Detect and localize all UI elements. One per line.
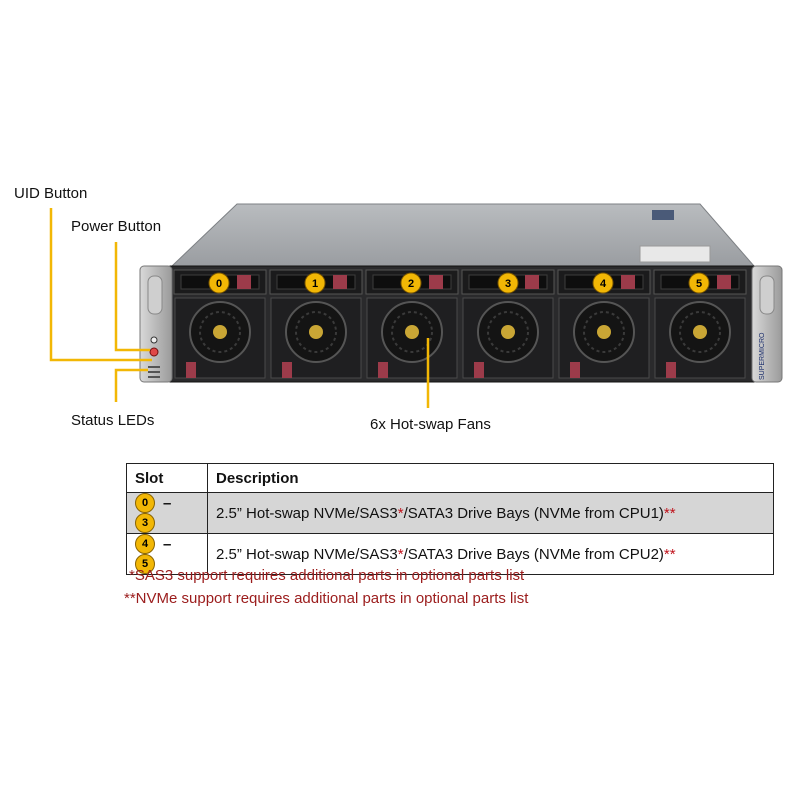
drive-bay-5[interactable]: 5: [653, 269, 747, 295]
sas3-footnote: *SAS3 support requires additional parts …: [129, 567, 525, 584]
drive-bay-number: 4: [600, 278, 607, 290]
cover-sticker: [639, 245, 711, 263]
drive-bay-number: 3: [505, 278, 511, 290]
power-callout-line: [114, 242, 150, 352]
hot-swap-fan[interactable]: [270, 297, 362, 379]
vendor-logo: SUPERMICRO: [759, 332, 766, 380]
hot-swap-fan[interactable]: [366, 297, 458, 379]
drive-bay-badge: [208, 272, 230, 294]
desc-part-a: 2.5” Hot-swap NVMe/SAS3: [216, 504, 398, 522]
drive-bay-row: 0 1 2 3 4: [173, 269, 747, 295]
left-ear-handle: [147, 275, 163, 315]
desc-part-a: 2.5” Hot-swap NVMe/SAS3: [216, 545, 398, 563]
right-ear-handle: [759, 275, 775, 315]
drive-bay-badge: [304, 272, 326, 294]
drive-bay-badge: [497, 272, 519, 294]
description-header: Description: [207, 463, 774, 493]
status-leds-callout-line: [114, 368, 148, 402]
nvme-footnote-mark: **: [663, 545, 676, 563]
desc-part-b: /SATA3 Drive Bays (NVMe from CPU2): [403, 545, 664, 563]
table-row: 0–3 2.5” Hot-swap NVMe/SAS3*/SATA3 Drive…: [126, 492, 774, 534]
uid-button-label: UID Button: [14, 185, 88, 202]
power-button-icon[interactable]: [149, 347, 159, 357]
description-cell: 2.5” Hot-swap NVMe/SAS3*/SATA3 Drive Bay…: [207, 492, 774, 534]
slot-header: Slot: [126, 463, 208, 493]
power-button-label: Power Button: [71, 218, 162, 235]
drive-bay-number: 2: [408, 278, 414, 290]
drive-bay-badge: [688, 272, 710, 294]
nvme-footnote: **NVMe support requires additional parts…: [124, 590, 529, 607]
drive-bay-3[interactable]: 3: [461, 269, 555, 295]
drive-bay-badge: [592, 272, 614, 294]
hot-swap-fan[interactable]: [462, 297, 554, 379]
status-led-3: [148, 376, 160, 378]
table-row: 4–5 2.5” Hot-swap NVMe/SAS3*/SATA3 Drive…: [126, 533, 774, 575]
sas3-footnote-mark: *: [397, 545, 404, 563]
slot-badge-to: 3: [135, 513, 155, 533]
drive-bay-1[interactable]: 1: [269, 269, 363, 295]
table-header-row: Slot Description: [126, 463, 774, 493]
drive-bay-number: 5: [696, 278, 702, 290]
slot-dash: –: [163, 535, 172, 553]
drive-bay-4[interactable]: 4: [557, 269, 651, 295]
fan-row: [174, 297, 746, 379]
server-chassis-illustration: SUPERMICRO 0 1 2 3: [49, 203, 783, 408]
slot-badge-to: 5: [135, 554, 155, 574]
description-cell: 2.5” Hot-swap NVMe/SAS3*/SATA3 Drive Bay…: [207, 533, 774, 575]
sas3-footnote-mark: *: [397, 504, 404, 522]
cover-sticker-dark: [652, 210, 674, 220]
hot-swap-fan[interactable]: [654, 297, 746, 379]
slot-cell: 4–5: [126, 533, 208, 575]
status-led-2: [148, 371, 160, 373]
slot-badge-from: 4: [135, 534, 155, 554]
drive-bay-0[interactable]: 0: [173, 269, 267, 295]
nvme-footnote-mark: **: [663, 504, 676, 522]
drive-bay-2[interactable]: 2: [365, 269, 459, 295]
fans-label: 6x Hot-swap Fans: [370, 416, 491, 433]
drive-bay-number: 0: [216, 278, 222, 290]
drive-bay-number: 1: [312, 278, 318, 290]
desc-part-b: /SATA3 Drive Bays (NVMe from CPU1): [403, 504, 664, 522]
slot-cell: 0–3: [126, 492, 208, 534]
drive-bay-badge: [400, 272, 422, 294]
slot-badge-from: 0: [135, 493, 155, 513]
slot-dash: –: [163, 494, 172, 512]
hot-swap-fan[interactable]: [174, 297, 266, 379]
status-leds-label: Status LEDs: [71, 412, 155, 429]
slot-table: Slot Description 0–3 2.5” Hot-swap NVMe/…: [126, 463, 774, 575]
status-led-1: [148, 366, 160, 368]
uid-button-icon[interactable]: [150, 336, 158, 344]
uid-callout-line: [49, 208, 152, 362]
hot-swap-fan[interactable]: [558, 297, 650, 379]
